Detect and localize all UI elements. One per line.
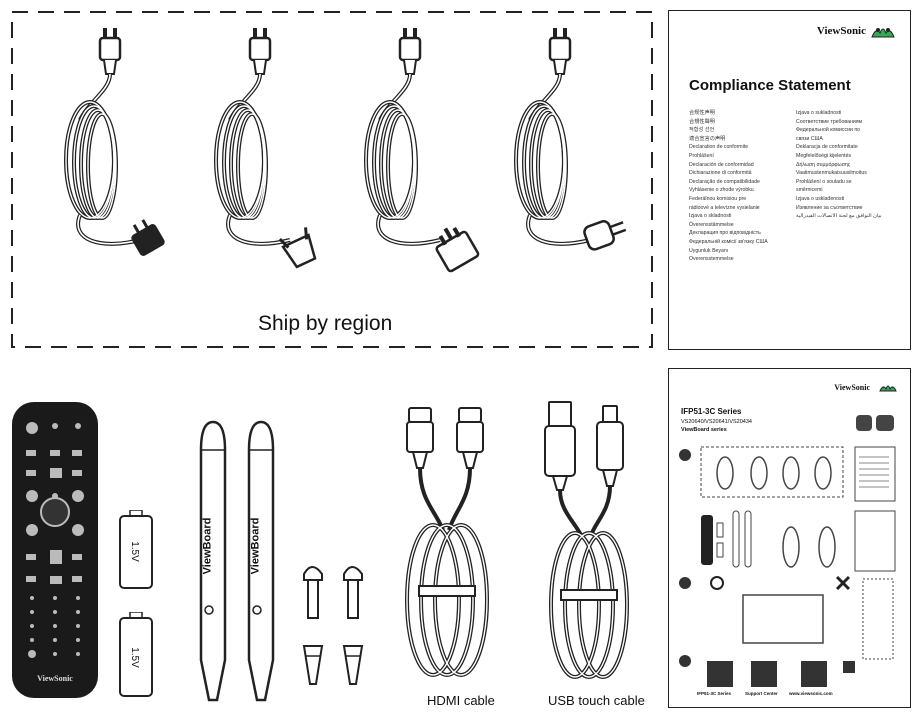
guide-footer-support: Support Center xyxy=(745,691,778,696)
compliance-right-item: بيان التوافق مع لجنة الاتصالات الفيدرالي… xyxy=(796,213,882,220)
compliance-left-item: 適合宣言の声明 xyxy=(689,135,726,142)
remote-control: ViewSonic xyxy=(10,400,100,700)
usb-cable-illustration xyxy=(544,401,629,679)
power-cord-us xyxy=(64,26,165,256)
stylus-pen-illustration xyxy=(247,420,275,702)
usb-touch-cable-label: USB touch cable xyxy=(548,693,645,708)
pen-tips-illustration xyxy=(302,566,364,685)
compliance-left-item: 合规性声明 xyxy=(689,110,715,116)
compliance-left-item: 合規性聲明 xyxy=(689,118,715,125)
battery-icon xyxy=(119,510,153,589)
hdmi-cable-label: HDMI cable xyxy=(427,693,495,708)
ship-by-region-label: Ship by region xyxy=(258,312,393,335)
compliance-right-item: Изявление за съответствие xyxy=(796,204,863,211)
battery-1: 1.5V xyxy=(118,510,154,590)
viewsonic-logo: ViewSonic xyxy=(834,383,870,392)
compliance-right-item: Izjava o sukladnosti xyxy=(796,110,842,116)
guide-footer-series: IFP51-3C Series xyxy=(697,691,732,696)
compliance-left-item: Declaração de compatibilidade xyxy=(689,178,760,185)
compliance-left-item: Vyhlásenie o zhode výrobku xyxy=(689,187,754,194)
hdmi-cable xyxy=(395,400,505,690)
battery-label: 1.5V xyxy=(128,647,140,668)
compliance-title: Compliance Statement xyxy=(689,77,851,94)
battery-2: 1.5V xyxy=(118,612,154,698)
remote-control-illustration xyxy=(12,402,98,698)
guide-models: VS20640/VS20641/VS20434 xyxy=(681,419,752,425)
compliance-left-item: Dichiarazione di conformità xyxy=(689,170,752,177)
hdmi-cable-illustration xyxy=(405,407,489,677)
viewsonic-logo: ViewSonic xyxy=(816,25,866,37)
remote-brand-label: ViewSonic xyxy=(37,674,73,683)
viewsonic-birds-icon xyxy=(879,385,897,392)
stylus-brand-label: ViewBoard xyxy=(249,517,262,575)
compliance-right-item: směrnicemi xyxy=(796,187,823,194)
compliance-right-item: Соответствие требованиям xyxy=(796,118,863,125)
compliance-left-list: 合规性声明 合規性聲明 적합성 선언 適合宣言の声明 Declaration d… xyxy=(689,109,768,264)
compliance-left-item: Overensstemmelse xyxy=(689,256,734,263)
compliance-left-item: Declaration de conformite xyxy=(689,144,749,151)
compliance-right-item: Δήλωση συμμόρφωσης xyxy=(796,161,851,168)
guide-series-title: IFP51-3C Series xyxy=(681,407,742,416)
viewsonic-birds-icon xyxy=(871,28,895,38)
compliance-left-item: Декларация про відповідність xyxy=(689,230,761,237)
compliance-left-item: Överensstämmelse xyxy=(689,221,734,228)
compliance-right-item: Vaatimustenmukaisuusilmoitus xyxy=(796,170,867,177)
quick-start-guide-document: ViewSonic IFP51-3C Series VS20640/VS2064… xyxy=(668,368,911,708)
battery-label: 1.5V xyxy=(128,541,140,562)
stylus-pen-2: ViewBoard xyxy=(243,420,279,710)
stylus-brand-label: ViewBoard xyxy=(201,517,214,575)
guide-footer-website: www.viewsonic.com xyxy=(789,691,833,696)
usb-touch-cable xyxy=(535,400,645,690)
compliance-left-item: Declaración de conformidad xyxy=(689,161,754,168)
power-cord-au xyxy=(214,26,317,269)
compliance-right-item: связи США xyxy=(796,135,823,142)
power-cords-illustration xyxy=(11,11,653,348)
compliance-left-item: Uygunluk Beyanı xyxy=(689,247,729,254)
compliance-left-item: Prohlášení xyxy=(689,152,714,159)
compliance-right-item: Izjava o usklađenosti xyxy=(796,195,845,202)
compliance-right-item: Федеральной комиссии по xyxy=(796,127,861,134)
compliance-right-item: Prohlášení o souladu se xyxy=(796,178,852,185)
compliance-right-list: Izjava o sukladnosti Соответствие требов… xyxy=(796,109,882,221)
power-cord-region-box xyxy=(0,0,660,355)
power-cord-uk xyxy=(364,26,480,273)
stylus-pen-illustration xyxy=(199,420,227,702)
battery-icon xyxy=(119,612,153,697)
stylus-pen-1: ViewBoard xyxy=(195,420,231,710)
compliance-left-item: rádioové a televízne vysielanie xyxy=(689,204,760,211)
compliance-left-item: Federálnou komisiou pre xyxy=(689,195,747,202)
compliance-left-item: Федеральній комісії зв'язку США xyxy=(689,238,768,245)
compliance-left-item: Izjava o skladnosti xyxy=(689,213,732,220)
power-cord-eu xyxy=(514,26,627,251)
guide-subtitle: ViewBoard series xyxy=(681,427,727,433)
compliance-right-item: Megfelelőségi kijelentés xyxy=(796,152,852,159)
compliance-statement-document: ViewSonic Compliance Statement 合规性声明 合規性… xyxy=(668,10,911,350)
compliance-right-item: Deklaracja de conformitate xyxy=(796,144,858,151)
guide-language-icon xyxy=(856,415,894,431)
guide-contents-illustration xyxy=(679,446,896,687)
pen-tips xyxy=(298,560,378,690)
compliance-left-item: 적합성 선언 xyxy=(689,127,715,134)
